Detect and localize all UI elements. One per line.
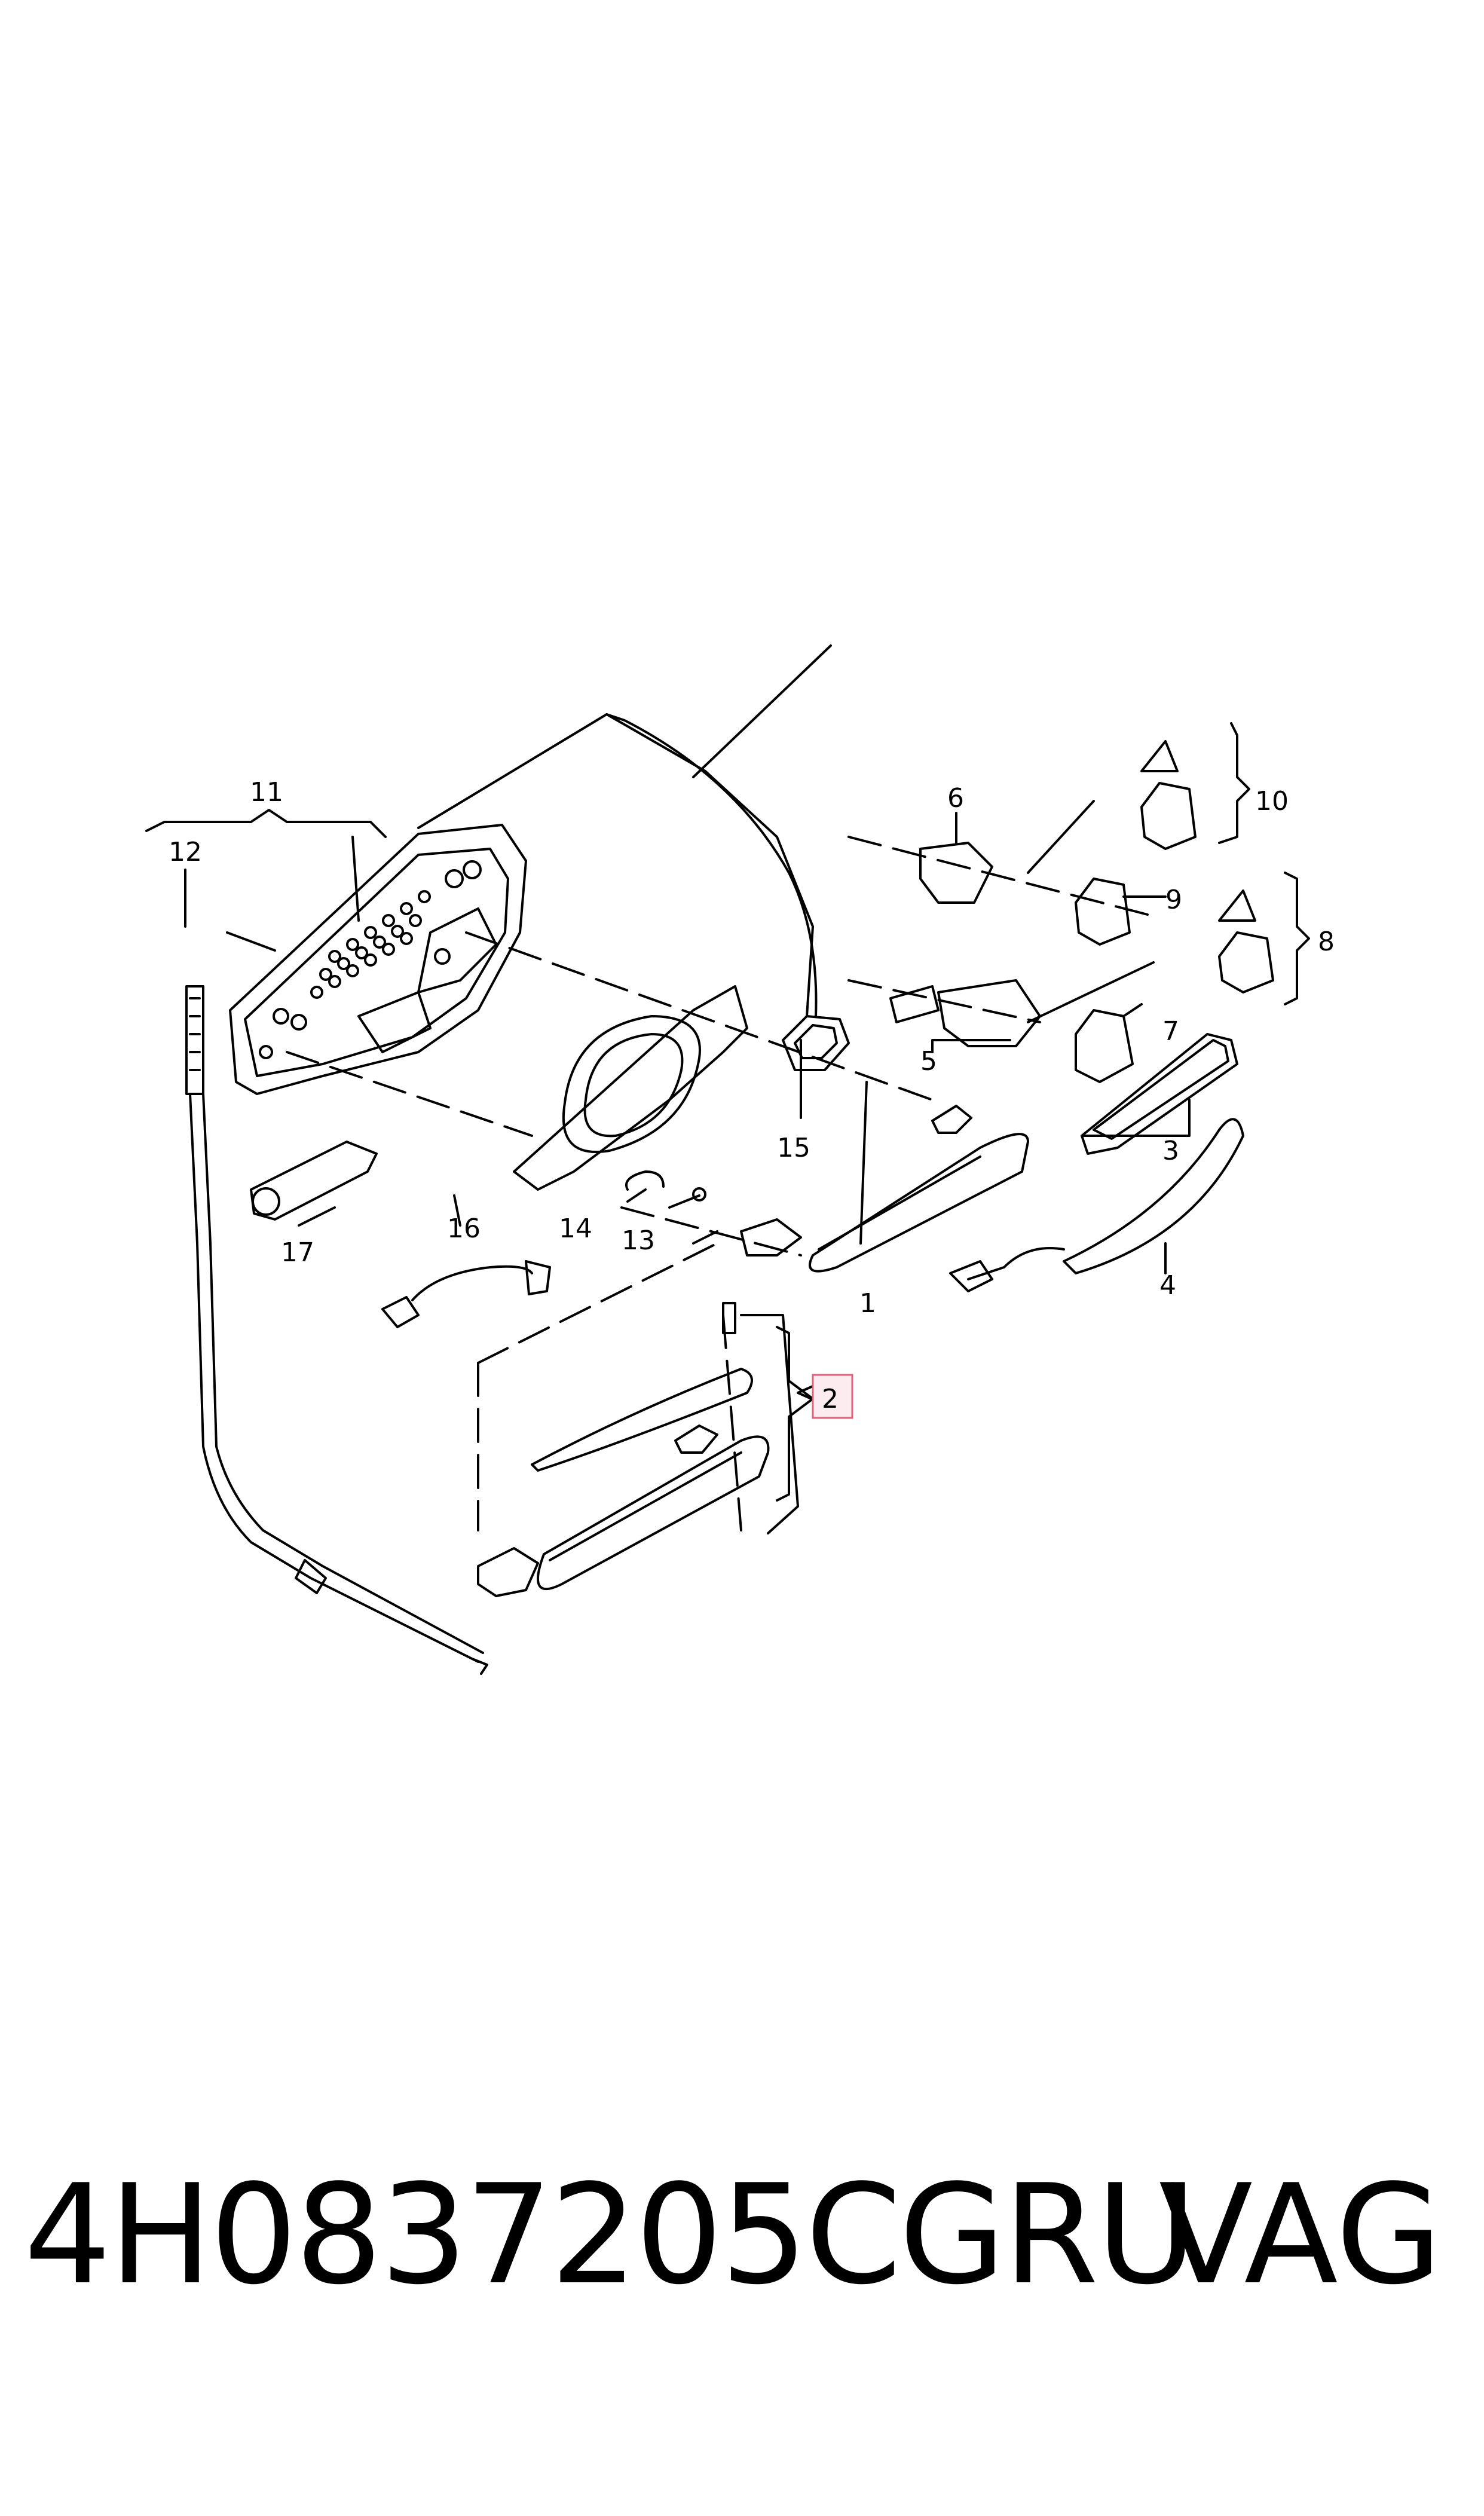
door-handle-1 bbox=[740, 1105, 1029, 1273]
callout-17: 17 bbox=[281, 1237, 314, 1268]
callout-10: 10 bbox=[1255, 786, 1289, 817]
callout-15: 15 bbox=[777, 1133, 810, 1163]
connector-17 bbox=[250, 1141, 378, 1221]
callout-4: 4 bbox=[1159, 1270, 1176, 1301]
callout-16: 16 bbox=[447, 1213, 481, 1244]
callout-11: 11 bbox=[250, 777, 283, 808]
callout-6: 6 bbox=[947, 783, 964, 814]
screw-13 bbox=[668, 1187, 706, 1209]
sensor-wire-16 bbox=[381, 1260, 551, 1328]
lock-carrier bbox=[229, 824, 527, 1095]
cap-7 bbox=[1075, 1009, 1134, 1083]
callout-3: 3 bbox=[1162, 1136, 1179, 1166]
alignment-lines bbox=[286, 836, 1149, 1531]
callout-13: 13 bbox=[622, 1225, 655, 1256]
callout-9: 9 bbox=[1165, 885, 1182, 915]
gasket-3 bbox=[1081, 1033, 1238, 1155]
brand-label: VAG bbox=[1158, 2156, 1442, 2315]
callout-7: 7 bbox=[1162, 1016, 1179, 1047]
callout-2: 2 bbox=[822, 1384, 839, 1414]
carrier-holes bbox=[259, 860, 482, 1059]
footer: 4H0837205CGRU VAG bbox=[24, 2164, 1460, 2307]
cap-10 bbox=[1140, 740, 1197, 850]
gasket-15 bbox=[782, 1015, 850, 1071]
cap-9 bbox=[1075, 878, 1131, 946]
highlight-box-2 bbox=[812, 1374, 853, 1419]
cap-8 bbox=[1218, 889, 1274, 993]
handle-frame bbox=[513, 985, 748, 1191]
callout-1: 1 bbox=[859, 1288, 876, 1319]
bowden-cable bbox=[185, 985, 488, 1675]
callout-14: 14 bbox=[559, 1213, 592, 1244]
callout-12: 12 bbox=[169, 837, 202, 867]
callout-8: 8 bbox=[1318, 927, 1335, 957]
lock-element-6 bbox=[919, 842, 993, 904]
handle-cover-4 bbox=[949, 1118, 1244, 1292]
callout-5: 5 bbox=[920, 1046, 937, 1077]
lock-cylinder-5 bbox=[889, 979, 1041, 1047]
door-panel-outline bbox=[417, 713, 818, 1017]
leader-lines bbox=[145, 644, 1310, 1400]
part-number: 4H0837205CGRU bbox=[24, 2156, 1197, 2315]
handle-set-2 bbox=[477, 1302, 826, 1597]
